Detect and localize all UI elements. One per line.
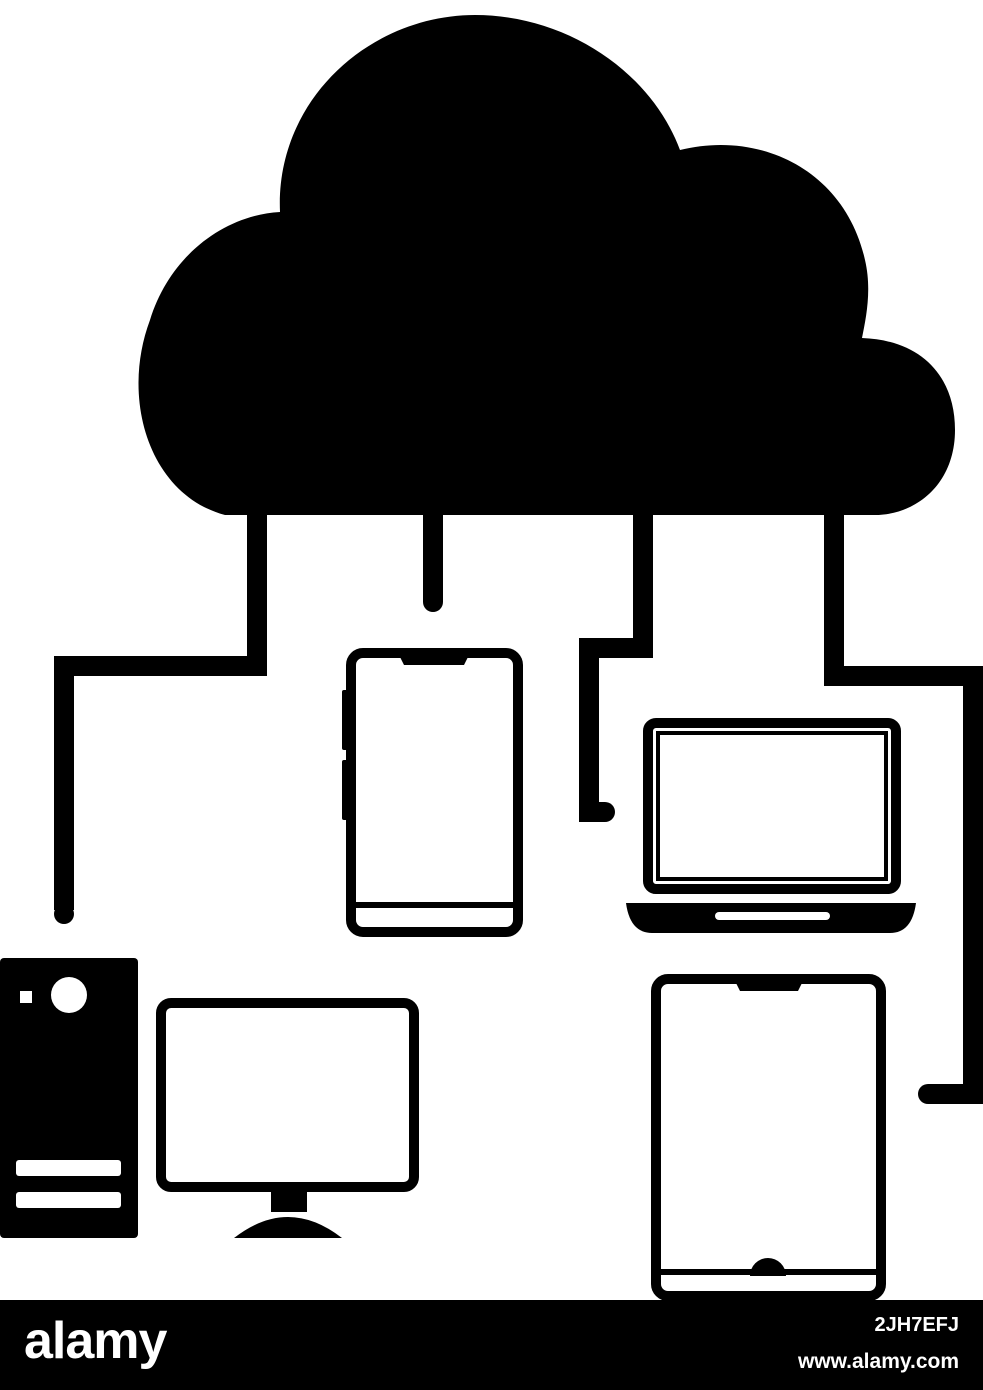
alamy-logo: alamy [24, 1312, 167, 1370]
image-id: 2JH7EFJ [874, 1314, 960, 1336]
connector-desktop [54, 515, 267, 910]
connector-desktop-end [54, 904, 74, 924]
connector-laptop [579, 515, 653, 822]
site-url: www.alamy.com [797, 1350, 959, 1373]
footer-bar: alamy 2JH7EFJ www.alamy.com [0, 1300, 983, 1390]
tablet-icon [651, 974, 886, 1300]
smartphone-icon [342, 648, 523, 937]
cloud-computing-diagram [0, 15, 983, 1300]
laptop-icon [626, 718, 916, 933]
connector-lines [54, 505, 983, 1104]
cloud-icon [138, 15, 955, 515]
monitor-icon [156, 998, 419, 1238]
connector-tablet-end [918, 1084, 938, 1104]
connector-laptop-end [595, 802, 615, 822]
connector-tablet [824, 515, 983, 1104]
desktop-tower-icon [0, 958, 138, 1238]
